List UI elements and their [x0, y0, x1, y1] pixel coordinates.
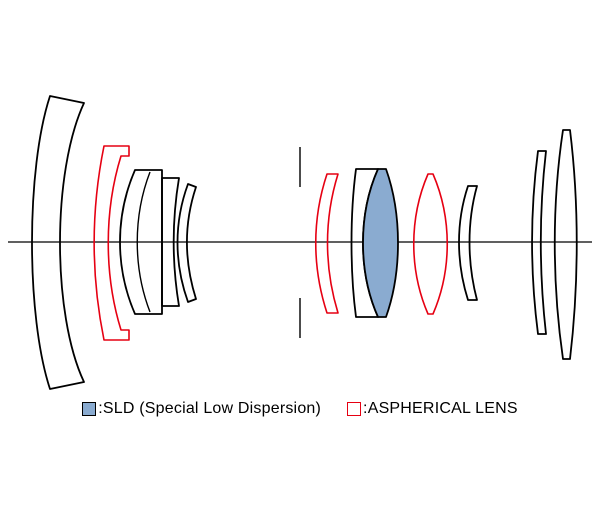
aspherical-element-3 [413, 173, 448, 315]
rear-element-1 [531, 150, 547, 335]
sld-element [362, 168, 399, 318]
legend-item-aspherical: :ASPHERICAL LENS [347, 400, 518, 418]
aspherical-element-1 [93, 145, 130, 341]
group1-cemented-surface [136, 171, 151, 313]
rear-element-2 [553, 129, 578, 360]
mid-thin-meniscus [458, 185, 478, 301]
sld-legend-swatch [82, 402, 97, 416]
group1-concave-element [119, 169, 163, 315]
legend: :SLD (Special Low Dispersion) :ASPHERICA… [0, 400, 600, 418]
aspherical-legend-label: :ASPHERICAL LENS [363, 400, 518, 417]
front-meniscus-element [31, 95, 85, 390]
sld-legend-label: :SLD (Special Low Dispersion) [98, 400, 322, 417]
aspherical-element-2 [314, 173, 339, 314]
group1-thin-meniscus [176, 183, 197, 303]
legend-item-sld: :SLD (Special Low Dispersion) [82, 400, 321, 418]
group1-rear-element [161, 177, 180, 307]
aspherical-legend-swatch [347, 402, 362, 416]
